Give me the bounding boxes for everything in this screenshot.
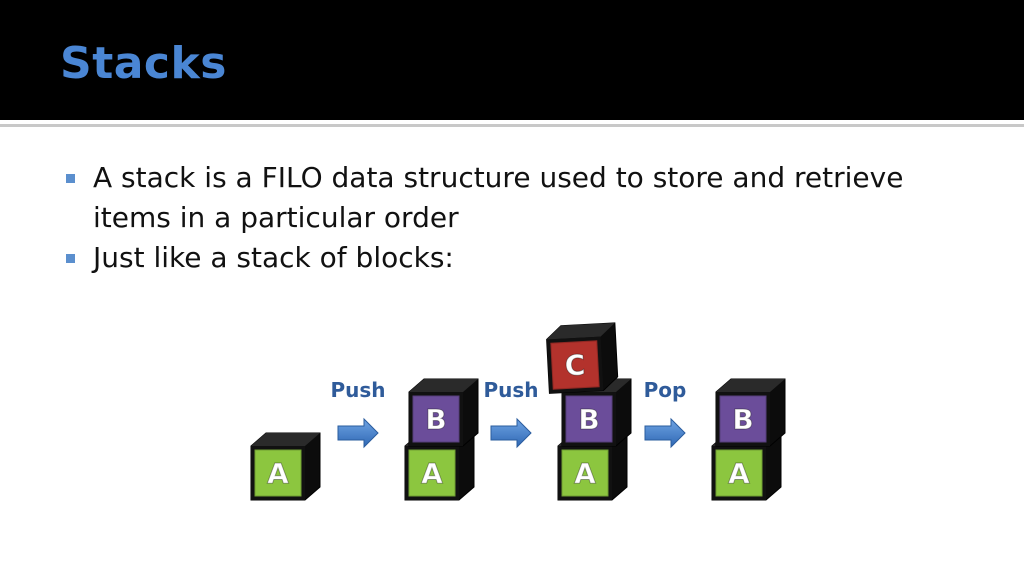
title-bar: Stacks	[0, 0, 1024, 120]
bullet-text: A stack is a FILO data structure used to…	[93, 161, 904, 234]
slide-title: Stacks	[60, 38, 227, 89]
block-a: A	[557, 432, 628, 501]
block-letter: B	[425, 403, 446, 436]
arrow-right-icon	[490, 417, 532, 449]
operation-label: Push	[330, 378, 385, 402]
title-divider	[0, 124, 1024, 127]
bullet-item: A stack is a FILO data structure used to…	[66, 158, 966, 238]
arrow-right-icon	[337, 417, 379, 449]
block-letter: B	[732, 403, 753, 436]
arrow-right-icon	[644, 417, 686, 449]
bullet-square-icon	[66, 174, 75, 183]
block-b: B	[561, 378, 632, 447]
block-a: A	[711, 432, 782, 501]
bullet-item: Just like a stack of blocks:	[66, 238, 966, 278]
bullet-square-icon	[66, 254, 75, 263]
block-letter: A	[574, 457, 596, 490]
block-b: B	[408, 378, 479, 447]
block-a: A	[404, 432, 475, 501]
bullet-text: Just like a stack of blocks:	[93, 241, 454, 274]
block-letter: A	[421, 457, 443, 490]
bullet-list: A stack is a FILO data structure used to…	[66, 158, 966, 278]
block-b: B	[715, 378, 786, 447]
block-letter: B	[578, 403, 599, 436]
block-letter: A	[267, 457, 289, 490]
block-letter: A	[728, 457, 750, 490]
block-a: A	[250, 432, 321, 501]
block-letter: C	[564, 348, 586, 382]
block-c: C	[546, 322, 619, 394]
operation-label: Pop	[644, 378, 687, 402]
operation-label: Push	[483, 378, 538, 402]
